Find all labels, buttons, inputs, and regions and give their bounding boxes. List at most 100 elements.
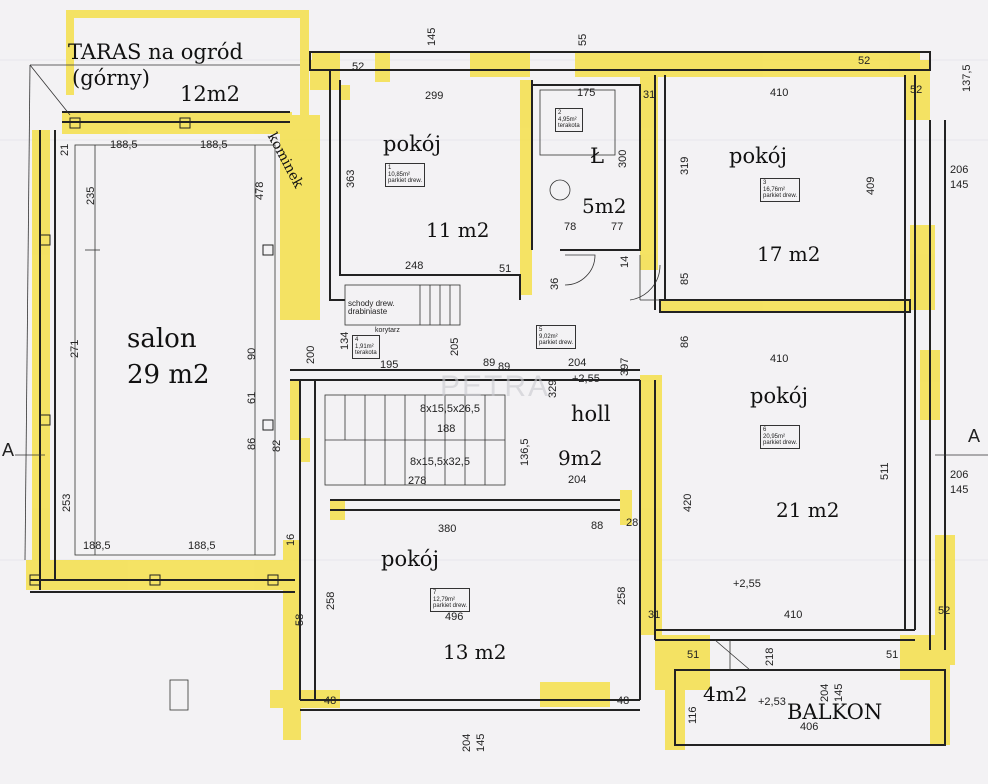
dim-188-5-bottom-left: 188,5 bbox=[83, 540, 111, 552]
room-tag-3-floor: parkiet drew. bbox=[763, 193, 798, 200]
dim-204-balkon: 204 bbox=[819, 683, 831, 702]
room-tag-5-number: 5 bbox=[539, 327, 543, 333]
dim-55-top: 55 bbox=[577, 33, 589, 46]
balkon-area: 4m2 bbox=[703, 682, 748, 706]
room-tag-7: 7 12,79m² parkiet drew. bbox=[430, 588, 471, 612]
dim-137-5: 137,5 bbox=[961, 64, 973, 92]
column-markers bbox=[29, 117, 279, 586]
dim-420: 420 bbox=[682, 493, 694, 512]
dim-85: 85 bbox=[679, 272, 691, 285]
dim-235: 235 bbox=[85, 186, 97, 205]
dim-31-top: 31 bbox=[643, 89, 656, 101]
pokoj2-label: pokój bbox=[729, 144, 787, 168]
dim-48-left: 48 bbox=[324, 695, 337, 707]
pokoj1-area: 11 m2 bbox=[426, 218, 490, 242]
dim-329: 329 bbox=[547, 379, 559, 398]
dim-36: 36 bbox=[549, 277, 561, 290]
dim-188-5-top-left: 188,5 bbox=[110, 139, 138, 151]
level-balkon: +2,53 bbox=[758, 696, 786, 708]
dim-204-lower: 204 bbox=[568, 474, 587, 486]
dim-175: 175 bbox=[577, 87, 596, 99]
dim-319: 319 bbox=[679, 156, 691, 175]
dim-90: 90 bbox=[246, 347, 258, 360]
dim-145-top: 145 bbox=[426, 27, 438, 46]
room-tag-1-floor: parkiet drew. bbox=[388, 178, 423, 185]
room-tag-5: 5 9,02m² parkiet drew. bbox=[536, 325, 577, 349]
section-a-left: A bbox=[2, 440, 15, 460]
pokoj2-area: 17 m2 bbox=[757, 242, 821, 266]
dim-51-stair: 51 bbox=[499, 263, 512, 275]
dim-410-top: 410 bbox=[770, 87, 789, 99]
dim-278: 278 bbox=[408, 475, 427, 487]
room-tag-1-area: 10,85m² bbox=[388, 171, 411, 178]
watermark: PETRA bbox=[440, 370, 551, 403]
dim-21: 21 bbox=[59, 143, 71, 156]
taras-area: 12m2 bbox=[180, 82, 240, 106]
dim-406: 406 bbox=[800, 721, 819, 733]
pokoj1-label: pokój bbox=[383, 132, 441, 156]
salon-label: salon bbox=[127, 324, 197, 354]
dim-188-5-top-right: 188,5 bbox=[200, 139, 228, 151]
dim-31-bottom: 31 bbox=[648, 609, 661, 621]
dim-380: 380 bbox=[438, 523, 457, 535]
dim-218: 218 bbox=[764, 647, 776, 666]
dim-206-upper: 206 bbox=[950, 164, 969, 176]
room-tag-4: 4 1,91m² terakota bbox=[352, 335, 380, 359]
dim-77: 77 bbox=[611, 221, 624, 233]
level-holl: +2,55 bbox=[572, 373, 600, 385]
dim-86-salon: 86 bbox=[246, 437, 258, 450]
balkon-label: BALKON bbox=[787, 700, 883, 724]
pokoj3-label: pokój bbox=[750, 384, 808, 408]
dim-82: 82 bbox=[271, 439, 283, 452]
dim-145-bottom: 145 bbox=[475, 733, 487, 752]
salon-area: 29 m2 bbox=[127, 360, 210, 390]
level-pokoj3: +2,55 bbox=[733, 578, 761, 590]
dim-78: 78 bbox=[564, 221, 577, 233]
dim-195: 195 bbox=[380, 359, 399, 371]
dim-58: 58 bbox=[294, 613, 306, 626]
room-tag-4-number: 4 bbox=[355, 337, 359, 343]
dim-410-bottom: 410 bbox=[784, 609, 803, 621]
dim-496: 496 bbox=[445, 611, 464, 623]
dim-409: 409 bbox=[865, 176, 877, 195]
dim-253: 253 bbox=[61, 493, 73, 512]
dim-88: 88 bbox=[591, 520, 604, 532]
dim-258-right: 258 bbox=[616, 586, 628, 605]
dim-397: 397 bbox=[619, 357, 631, 376]
dim-89-right: 89 bbox=[498, 361, 511, 373]
dim-511: 511 bbox=[879, 462, 891, 480]
dim-478: 478 bbox=[254, 181, 266, 200]
stairs-lower-spec: 8x15,5x32,5 bbox=[410, 456, 470, 468]
dim-204-holl: 204 bbox=[568, 357, 587, 369]
room-tag-2: 2 4,95m² terakota bbox=[555, 108, 583, 132]
room-tag-6-area: 20,95m² bbox=[763, 433, 786, 440]
pokoj4-label: pokój bbox=[381, 547, 439, 571]
dim-14: 14 bbox=[619, 255, 631, 268]
dim-248: 248 bbox=[405, 260, 424, 272]
room-tag-5-floor: parkiet drew. bbox=[539, 340, 574, 347]
room-tag-5-area: 9,02m² bbox=[539, 333, 558, 340]
room-tag-3-area: 16,76m² bbox=[763, 186, 786, 193]
room-tag-1: 1 10,85m² parkiet drew. bbox=[385, 163, 426, 187]
room-tag-2-number: 2 bbox=[558, 110, 562, 116]
dim-116: 116 bbox=[687, 706, 699, 724]
dim-52-left: 52 bbox=[352, 61, 365, 73]
room-tag-7-floor: parkiet drew. bbox=[433, 603, 468, 610]
walls bbox=[30, 51, 946, 746]
stairs-upper-spec: 8x15,5x26,5 bbox=[420, 403, 480, 415]
thin-lines bbox=[15, 64, 988, 711]
dim-51-balkon-left: 51 bbox=[687, 649, 700, 661]
room-tag-3: 3 16,76m² parkiet drew. bbox=[760, 178, 801, 202]
dim-61: 61 bbox=[246, 391, 258, 404]
wall-highlights bbox=[26, 10, 955, 750]
dim-48-right: 48 bbox=[617, 695, 630, 707]
taras-label: TARAS na ogród bbox=[68, 40, 243, 64]
taras-sub-label: (górny) bbox=[72, 66, 150, 90]
dim-363: 363 bbox=[345, 169, 357, 188]
dim-200: 200 bbox=[305, 345, 317, 364]
dim-52-right: 52 bbox=[858, 55, 871, 67]
dim-258-left: 258 bbox=[325, 591, 337, 610]
holl-area: 9m2 bbox=[558, 446, 603, 470]
lazienka-label: Ł bbox=[590, 144, 605, 168]
korytarz-note: korytarz bbox=[375, 327, 400, 334]
